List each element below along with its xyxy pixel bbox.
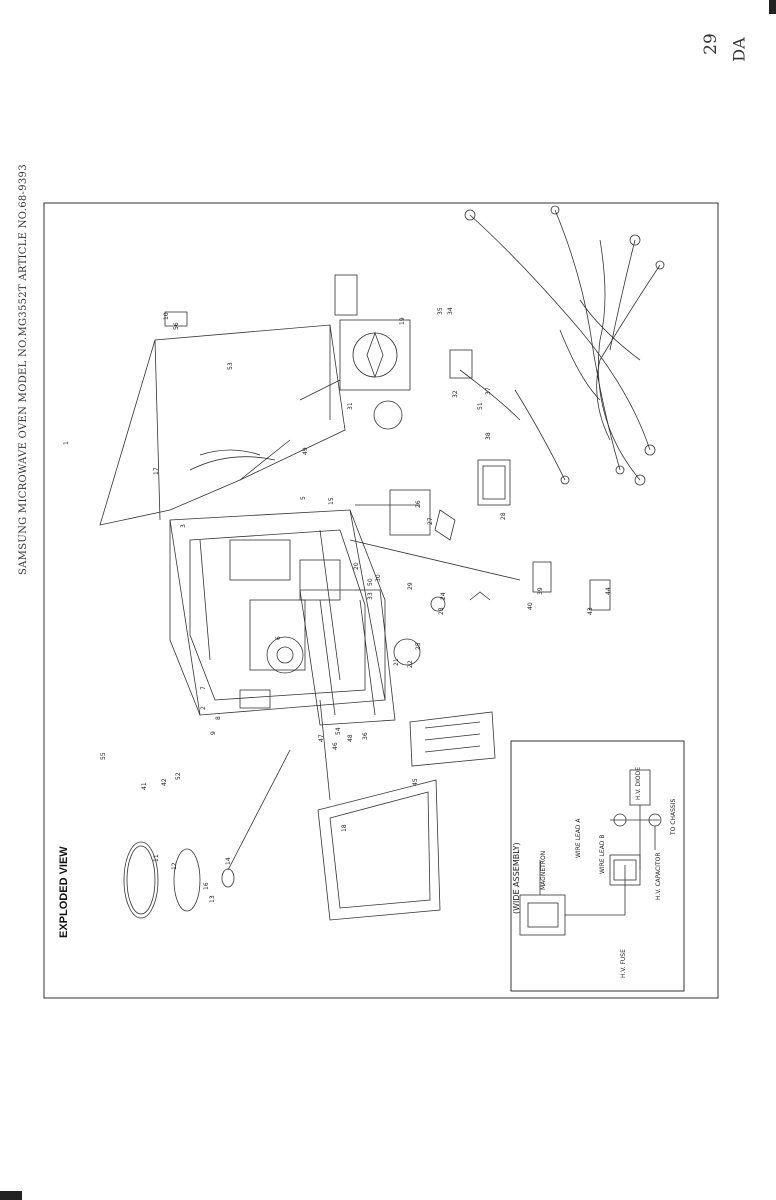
callout-37: 37 — [485, 387, 492, 395]
callout-42: 42 — [161, 778, 168, 786]
wide-assembly-box — [510, 740, 685, 992]
callout-47: 47 — [318, 734, 325, 742]
callout-14: 14 — [225, 857, 232, 865]
callout-36: 36 — [362, 732, 369, 740]
callout-22: 22 — [407, 660, 414, 668]
callout-41: 41 — [141, 782, 148, 790]
callout-27: 27 — [427, 517, 434, 525]
scan-mark-top — [769, 0, 776, 14]
callout-9: 9 — [210, 731, 217, 735]
callout-50: 50 — [367, 578, 374, 586]
scan-mark-bottom — [0, 1191, 22, 1200]
callout-29: 29 — [407, 582, 414, 590]
callout-45: 45 — [412, 778, 419, 786]
callout-10: 10 — [163, 312, 170, 320]
hv-transformer — [389, 349, 511, 541]
callout-13: 13 — [209, 895, 216, 903]
label-magnetron: MAGNETRON — [540, 851, 547, 890]
label-hv-diode: H.V. DIODE — [635, 767, 642, 800]
callout-19: 19 — [399, 317, 406, 325]
label-to-chassis: TO CHASSIS — [670, 799, 677, 836]
callout-34: 34 — [447, 307, 454, 315]
callout-55: 55 — [100, 752, 107, 760]
callout-44: 44 — [605, 587, 612, 595]
turntable-tray — [123, 749, 291, 919]
callout-24: 24 — [440, 592, 447, 600]
callout-12: 12 — [171, 862, 178, 870]
callout-49: 49 — [302, 447, 309, 455]
label-wire-lead-a: WIRE LEAD A — [575, 818, 582, 858]
callout-32: 32 — [452, 390, 459, 398]
leader-lines — [239, 379, 521, 801]
wire-harness — [459, 205, 665, 486]
callout-56: 56 — [173, 322, 180, 330]
callout-54: 54 — [335, 727, 342, 735]
callout-28: 28 — [500, 512, 507, 520]
callout-40: 40 — [527, 602, 534, 610]
fan-motor-assembly — [334, 274, 411, 430]
callout-16: 16 — [203, 882, 210, 890]
callout-51: 51 — [477, 402, 484, 410]
main-chassis — [169, 509, 386, 716]
callout-2: 2 — [200, 706, 207, 710]
callout-53: 53 — [227, 362, 234, 370]
callout-3: 3 — [180, 524, 187, 528]
callout-18: 18 — [341, 824, 348, 832]
callout-1: 1 — [63, 441, 70, 445]
base-plate — [299, 589, 396, 726]
callout-17: 17 — [153, 467, 160, 475]
callout-48: 48 — [347, 734, 354, 742]
callout-15: 15 — [328, 497, 335, 505]
callout-38: 38 — [485, 432, 492, 440]
callout-20: 20 — [353, 562, 360, 570]
outer-cabinet — [99, 311, 346, 526]
callout-52: 52 — [175, 772, 182, 780]
wide-assembly-schematic — [519, 769, 662, 936]
callout-21: 21 — [393, 658, 400, 666]
callout-39: 39 — [537, 587, 544, 595]
callout-5: 5 — [300, 496, 307, 500]
callout-35: 35 — [437, 307, 444, 315]
callout-25: 25 — [415, 642, 422, 650]
callout-46: 46 — [332, 742, 339, 750]
part-callouts: 1 2 3 5 6 7 8 9 10 11 12 13 14 15 16 17 … — [63, 307, 612, 903]
callout-31: 31 — [347, 402, 354, 410]
diagram-frame — [43, 202, 719, 999]
callout-8: 8 — [215, 716, 222, 720]
label-wire-lead-b: WIRE LEAD B — [599, 835, 606, 874]
control-panel — [409, 711, 496, 767]
callout-7: 7 — [200, 686, 207, 690]
callout-23: 23 — [438, 607, 445, 615]
callout-26: 26 — [415, 500, 422, 508]
callout-6: 6 — [275, 636, 282, 640]
schematic-labels: MAGNETRON WIRE LEAD A WIRE LEAD B H.V. D… — [540, 767, 677, 978]
callout-11: 11 — [153, 854, 160, 862]
door-assembly — [317, 779, 441, 921]
callout-43: 43 — [587, 607, 594, 615]
label-hv-fuse: H.V. FUSE — [620, 949, 627, 978]
callout-33: 33 — [367, 592, 374, 600]
label-hv-capacitor: H.V. CAPACITOR — [655, 852, 662, 900]
callout-30: 30 — [375, 574, 382, 582]
door-switch-assembly — [393, 561, 611, 666]
